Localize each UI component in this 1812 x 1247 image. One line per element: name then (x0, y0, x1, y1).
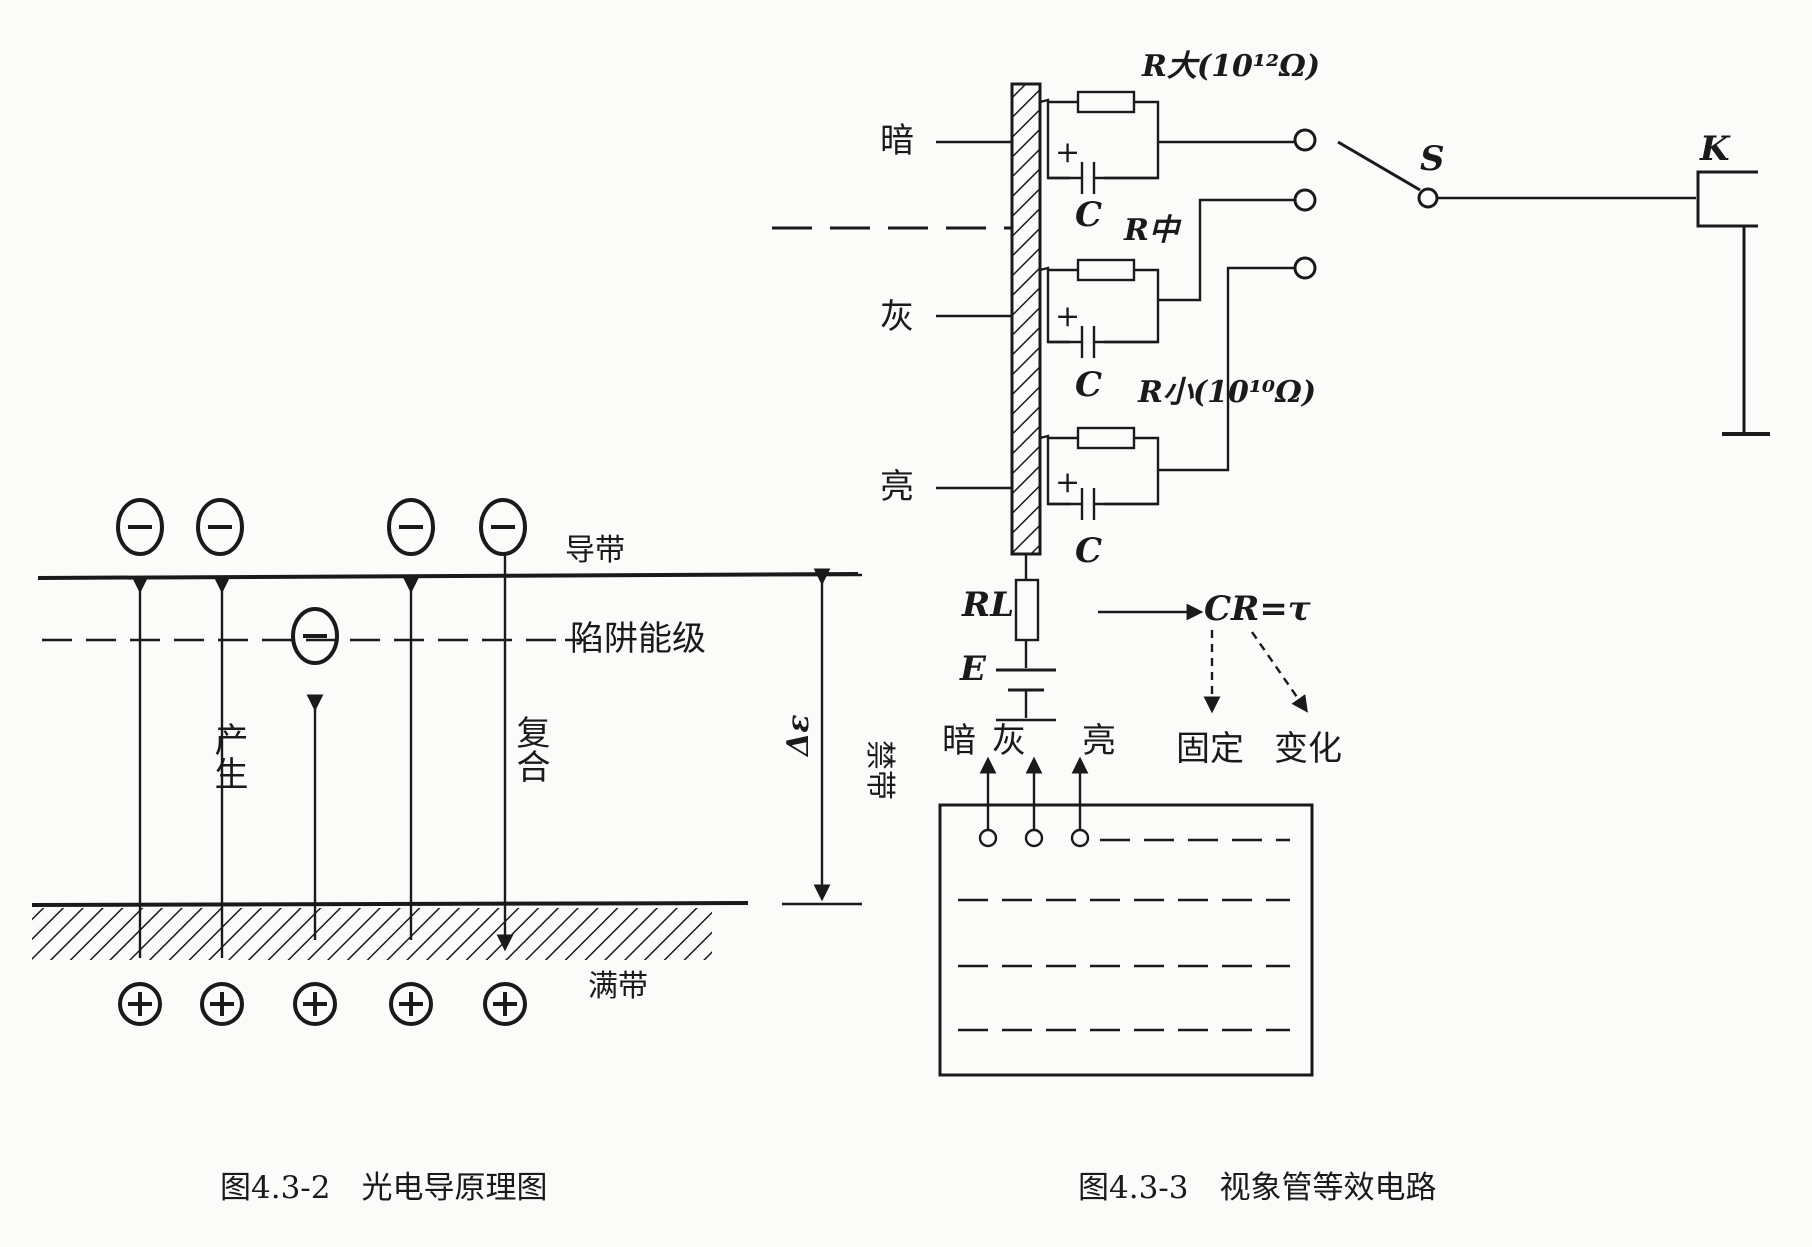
r-small-label: R小(10¹⁰Ω) (1137, 375, 1316, 410)
generation-label: 产生 (208, 722, 248, 790)
switch-s-pivot (1417, 187, 1439, 209)
electron-1 (116, 498, 164, 556)
electron-4 (479, 498, 527, 556)
bottom-dark-label: 暗 (942, 721, 976, 761)
conduction-band-label: 导带 (565, 533, 625, 568)
cap-c-3: C (1075, 531, 1102, 571)
electron-2 (196, 498, 244, 556)
electron-3 (387, 498, 435, 556)
switch-s-label: S (1420, 139, 1445, 179)
rc-element-bright (1039, 256, 1317, 520)
raster-plate (938, 803, 1314, 1077)
point-bright (1070, 828, 1090, 848)
forbidden-band-label: 禁带 (862, 740, 897, 800)
hole-2 (200, 982, 244, 1026)
svg-text:+: + (1055, 299, 1080, 334)
changing-label: 变化 (1274, 729, 1342, 769)
hole-4 (389, 982, 433, 1026)
valence-band-line (31, 901, 749, 907)
valence-band-hatch (32, 908, 712, 960)
svg-text:+: + (1055, 135, 1080, 170)
rc-element-dark (1039, 90, 1317, 194)
rc-element-gray (1039, 188, 1317, 358)
time-constant-label: CR=τ (1204, 589, 1311, 629)
valence-band-label: 满带 (588, 969, 648, 1004)
load-resistor (1014, 578, 1040, 642)
svg-text:+: + (1055, 465, 1080, 500)
r-large-label: R大(10¹²Ω) (1141, 49, 1320, 84)
source-e-label: E (959, 649, 987, 689)
bottom-gray-label: 灰 (992, 721, 1026, 761)
changing-arrow (1251, 631, 1308, 713)
fixed-label: 固定 (1176, 729, 1244, 769)
trap-level-label: 陷阱能级 (570, 619, 706, 659)
cap-c-1: C (1075, 195, 1102, 235)
cap-c-2: C (1075, 365, 1102, 405)
r-mid-label: R中 (1123, 213, 1182, 248)
caption-left: 图4.3-2 光电导原理图 (220, 1170, 548, 1206)
band-gap-symbol: Δε (781, 714, 816, 758)
target-strip (1010, 82, 1042, 556)
label-bright: 亮 (880, 467, 914, 507)
vidicon-equivalent-circuit: 暗 灰 亮 + C R大(10¹²Ω) (772, 49, 1770, 1206)
hole-5 (483, 982, 527, 1026)
caption-right: 图4.3-3 视象管等效电路 (1078, 1170, 1437, 1206)
load-rl-label: RL (961, 585, 1014, 625)
hole-1 (118, 982, 162, 1026)
hole-3 (293, 982, 337, 1026)
point-dark (978, 828, 998, 848)
label-gray: 灰 (880, 297, 914, 337)
switch-s-blade (1337, 140, 1421, 192)
photoconduction-diagram: Δε 禁带 (31, 498, 897, 1206)
k-electrode (1696, 170, 1758, 228)
electron-trapped (291, 607, 339, 665)
k-label: K (1699, 129, 1731, 169)
label-dark: 暗 (880, 121, 914, 161)
recombination-label: 复合 (510, 715, 550, 783)
conduction-band-line (37, 572, 859, 580)
point-gray (1024, 828, 1044, 848)
bottom-bright-label: 亮 (1082, 721, 1116, 761)
